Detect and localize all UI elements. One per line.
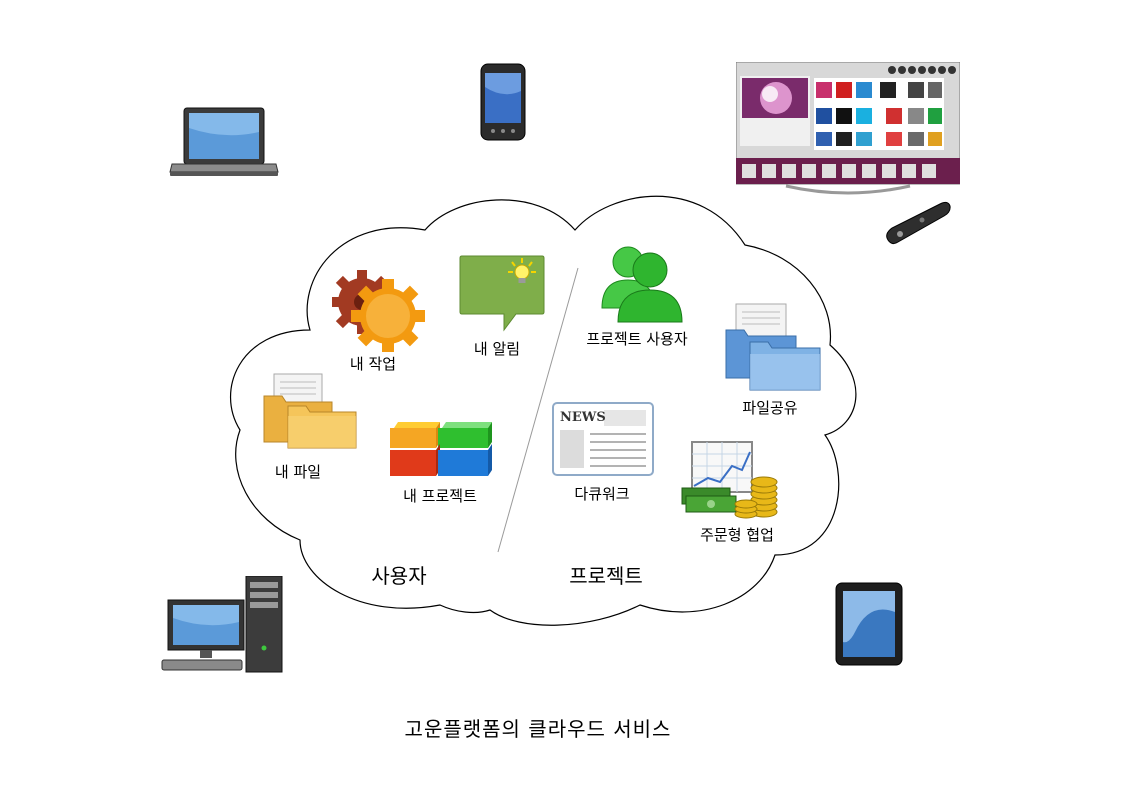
label-file-share: 파일공유	[742, 399, 798, 417]
cloud-outline	[230, 195, 857, 626]
speech-bubble-bulb-icon	[459, 255, 545, 332]
folder-yellow-icon	[263, 373, 357, 449]
label-my-task: 내 작업	[349, 355, 397, 373]
project-blocks-icon	[390, 422, 492, 476]
section-label-project: 프로젝트	[569, 564, 643, 588]
newspaper-icon: NEWS	[552, 402, 654, 476]
smartphone-icon	[480, 63, 526, 141]
gear-icon	[332, 270, 425, 352]
label-my-alert: 내 알림	[473, 340, 521, 358]
label-order-collab: 주문형 협업	[700, 526, 774, 544]
smart-tv-icon	[736, 62, 960, 195]
remote-control-icon	[886, 201, 951, 245]
label-my-project: 내 프로젝트	[403, 487, 477, 505]
users-group-icon	[601, 246, 683, 323]
cloud-divider	[497, 267, 579, 553]
folder-blue-icon	[725, 303, 821, 391]
diagram-caption: 고운플랫폼의 클라우드 서비스	[404, 717, 672, 741]
section-label-user: 사용자	[371, 564, 427, 588]
label-docuwork: 다큐워크	[574, 485, 630, 503]
newspaper-heading: NEWS	[560, 410, 606, 425]
tablet-icon	[835, 582, 903, 666]
label-project-users: 프로젝트 사용자	[586, 330, 688, 348]
label-my-file: 내 파일	[274, 463, 322, 481]
laptop-icon	[169, 107, 279, 176]
desktop-pc-icon	[161, 576, 283, 673]
money-chart-icon	[681, 441, 778, 519]
